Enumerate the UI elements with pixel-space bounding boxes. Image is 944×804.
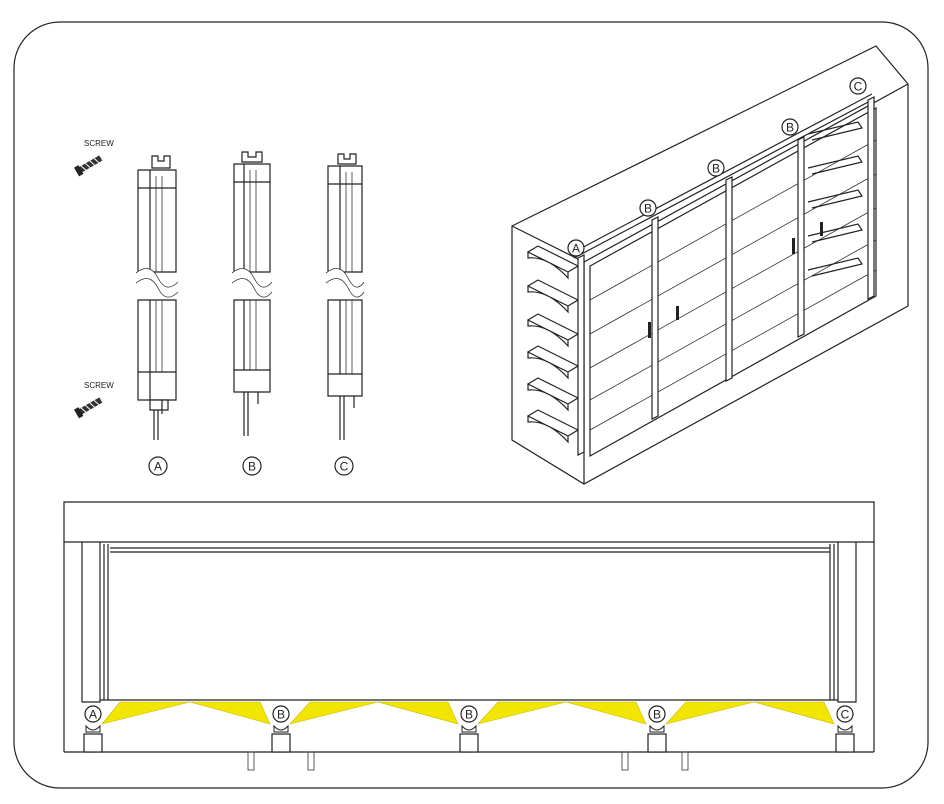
svg-text:B: B <box>653 708 661 722</box>
plan-label-b1: B <box>272 705 290 723</box>
cabinet-label-c: C <box>849 77 867 95</box>
svg-text:B: B <box>644 202 652 216</box>
svg-text:C: C <box>340 460 349 474</box>
light-strip-c <box>325 153 365 440</box>
cabinet-label-b3: B <box>781 118 799 136</box>
strip-label-a: A <box>148 456 168 476</box>
screw-top: SCREW <box>74 139 114 177</box>
cabinet-label-a: A <box>567 239 585 257</box>
diagram-frame <box>13 21 929 789</box>
cabinet-label-b2: B <box>707 159 725 177</box>
strip-label-b: B <box>242 456 262 476</box>
plan-label-a: A <box>84 705 102 723</box>
cabinet-label-b1: B <box>639 199 657 217</box>
screw-label-bottom: SCREW <box>84 381 114 390</box>
svg-text:B: B <box>248 460 256 474</box>
screw-bottom: SCREW <box>74 381 114 419</box>
cabinet-side-shelves <box>526 245 580 444</box>
door-handles <box>648 222 823 338</box>
cabinet-interior-shelves <box>589 121 877 431</box>
svg-text:C: C <box>854 80 863 94</box>
plan-view <box>63 501 875 771</box>
light-strip-a <box>135 155 179 440</box>
svg-text:B: B <box>786 121 794 135</box>
cabinet-strips <box>577 96 875 456</box>
svg-text:B: B <box>277 708 285 722</box>
screw-label-top: SCREW <box>84 139 114 148</box>
light-strip-b <box>231 151 273 436</box>
svg-text:B: B <box>712 162 720 176</box>
display-cabinet <box>511 45 909 485</box>
strip-label-c: C <box>334 456 354 476</box>
svg-text:B: B <box>465 708 473 722</box>
svg-text:A: A <box>89 708 97 722</box>
svg-text:C: C <box>841 708 850 722</box>
plan-label-c: C <box>836 705 854 723</box>
plan-label-b3: B <box>648 705 666 723</box>
light-beams <box>101 701 835 725</box>
plan-label-b2: B <box>460 705 478 723</box>
svg-text:A: A <box>572 242 580 256</box>
svg-text:A: A <box>154 460 162 474</box>
